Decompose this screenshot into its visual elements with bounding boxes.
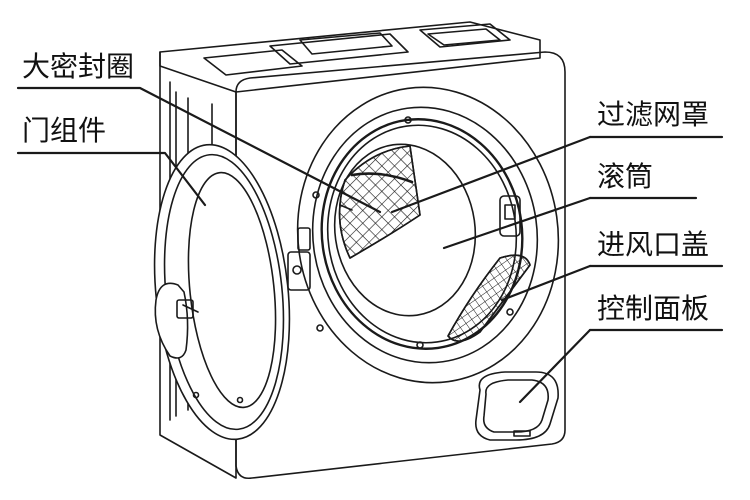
air-inlet-cover [447,254,531,342]
label-filter-cover: 过滤网罩 [597,98,710,131]
cabinet-front [235,51,566,480]
latch-receiver [499,195,521,237]
label-air-inlet-cover: 进风口盖 [597,228,710,261]
label-large-seal: 大密封圈 [22,50,135,83]
leader-filter-cover [390,135,592,214]
control-panel [474,371,559,441]
leader-door-assembly [16,151,207,207]
label-drum: 滚筒 [597,160,654,193]
door-hinge [287,227,311,291]
label-door-assembly: 门组件 [22,114,107,147]
leader-air-inlet-cover [500,264,592,302]
leader-large-seal [16,86,382,214]
filter-screen [338,145,421,259]
leader-control-panel [518,328,592,404]
label-control-panel: 控制面板 [597,292,710,325]
leader-lines [16,86,724,404]
door-assembly [153,143,291,441]
leader-drum [442,196,592,250]
